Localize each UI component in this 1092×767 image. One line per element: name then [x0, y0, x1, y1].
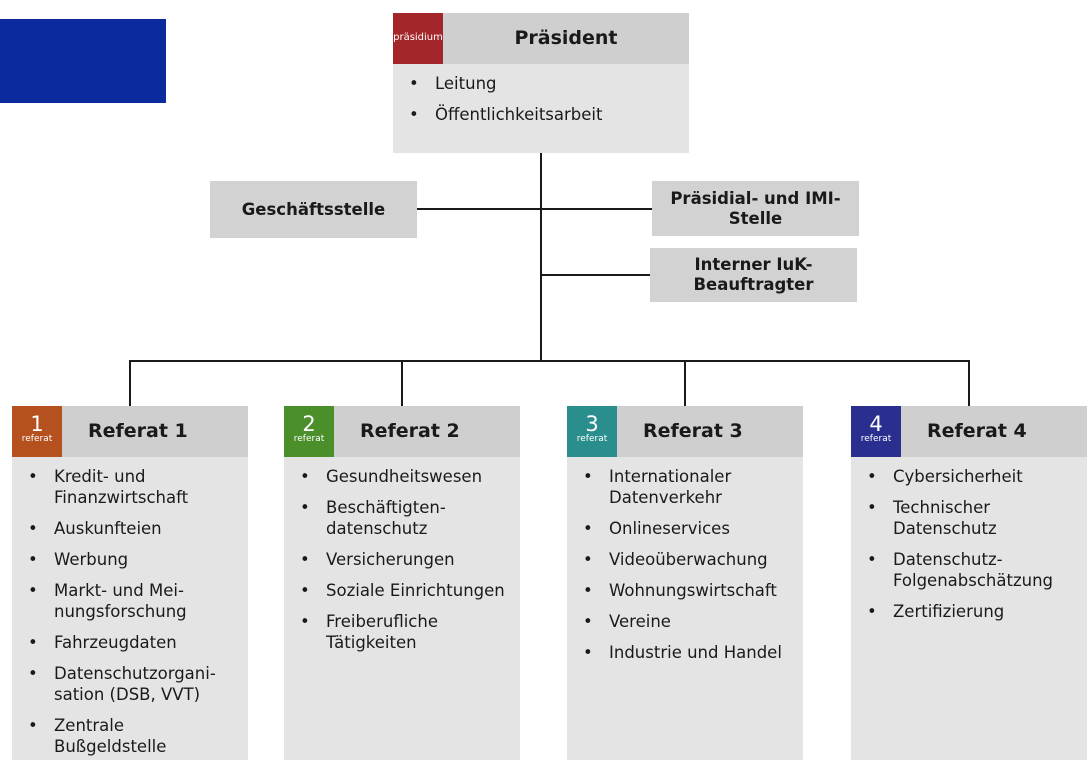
- geschaeftsstelle-box: Geschäftsstelle: [210, 181, 417, 238]
- list-item: Datenschutzorgani-sation (DSB, VVT): [26, 663, 240, 705]
- referat-1-badge: 1 referat: [12, 406, 62, 457]
- referat-3-number: 3: [585, 412, 599, 436]
- list-item: Vereine: [581, 611, 795, 632]
- referat-4-box: 4 referat Referat 4 Cybersicherheit Tech…: [851, 406, 1087, 760]
- referat-1-box: 1 referat Referat 1 Kredit- und Finanzwi…: [12, 406, 248, 760]
- iuk-box: Interner IuK-Beauftragter: [650, 248, 857, 302]
- referat-1-title: Referat 1: [88, 420, 188, 442]
- referat-4-items: Cybersicherheit Technischer Datenschutz …: [865, 466, 1079, 632]
- list-item: Internationaler Datenverkehr: [581, 466, 795, 508]
- list-item: Zentrale Bußgeldstelle: [26, 715, 240, 757]
- list-item: Datenschutz-Folgenabschätzung: [865, 549, 1079, 591]
- referat-3-items: Internationaler Datenverkehr Onlineservi…: [581, 466, 795, 673]
- geschaeftsstelle-label: Geschäftsstelle: [241, 199, 386, 219]
- list-item: Freiberufliche Tätigkeiten: [298, 611, 512, 653]
- president-badge-label: präsidium: [393, 32, 443, 43]
- referat-3-header: 3 referat Referat 3: [567, 406, 803, 457]
- connector-iuk: [540, 274, 651, 276]
- referat-3-box: 3 referat Referat 3 Internationaler Date…: [567, 406, 803, 760]
- referat-2-badge: 2 referat: [284, 406, 334, 457]
- list-item: Leitung: [407, 73, 681, 94]
- referat-2-number: 2: [302, 412, 316, 436]
- president-title: Präsident: [514, 27, 618, 49]
- list-item: Gesundheitswesen: [298, 466, 512, 487]
- list-item: Zertifizierung: [865, 601, 1079, 622]
- referat-2-title: Referat 2: [360, 420, 460, 442]
- referat-3-title: Referat 3: [643, 420, 743, 442]
- referat-2-box: 2 referat Referat 2 Gesundheitswesen Bes…: [284, 406, 520, 760]
- iuk-label: Interner IuK-Beauftragter: [693, 255, 814, 294]
- referat-3-badge-label: referat: [576, 434, 608, 444]
- president-items: Leitung Öffentlichkeitsarbeit: [407, 73, 681, 135]
- list-item: Auskunfteien: [26, 518, 240, 539]
- connector-referate-bar: [129, 360, 970, 362]
- connector-referat-2: [401, 360, 403, 406]
- referat-2-header: 2 referat Referat 2: [284, 406, 520, 457]
- referat-3-badge: 3 referat: [567, 406, 617, 457]
- referat-4-badge: 4 referat: [851, 406, 901, 457]
- list-item: Kredit- und Finanzwirtschaft: [26, 466, 240, 508]
- list-item: Soziale Einrichtungen: [298, 580, 512, 601]
- list-item: Versicherungen: [298, 549, 512, 570]
- list-item: Wohnungswirtschaft: [581, 580, 795, 601]
- referat-2-badge-label: referat: [293, 434, 325, 444]
- praesidial-box: Präsidial- und IMI-Stelle: [652, 181, 859, 236]
- praesidial-label: Präsidial- und IMI-Stelle: [670, 188, 841, 228]
- connector-referat-1: [129, 360, 131, 406]
- list-item: Videoüberwachung: [581, 549, 795, 570]
- connector-staff-row: [416, 208, 653, 210]
- list-item: Industrie und Handel: [581, 642, 795, 663]
- list-item: Werbung: [26, 549, 240, 570]
- referat-1-header: 1 referat Referat 1: [12, 406, 248, 457]
- referat-1-badge-label: referat: [21, 434, 53, 444]
- referat-4-number: 4: [869, 412, 883, 436]
- referat-4-title: Referat 4: [927, 420, 1027, 442]
- connector-referat-3: [684, 360, 686, 406]
- referat-2-items: Gesundheitswesen Beschäftigten-datenschu…: [298, 466, 512, 663]
- president-box: präsidium Präsident Leitung Öffentlichke…: [393, 13, 689, 153]
- list-item: Öffentlichkeitsarbeit: [407, 104, 681, 125]
- list-item: Technischer Datenschutz: [865, 497, 1079, 539]
- list-item: Fahrzeugdaten: [26, 632, 240, 653]
- referat-4-badge-label: referat: [860, 434, 892, 444]
- list-item: Markt- und Mei-nungsforschung: [26, 580, 240, 622]
- list-item: Cybersicherheit: [865, 466, 1079, 487]
- connector-president-trunk: [540, 152, 542, 361]
- referat-1-number: 1: [30, 412, 44, 436]
- referat-1-items: Kredit- und Finanzwirtschaft Auskunfteie…: [26, 466, 240, 767]
- logo-block: [0, 19, 166, 103]
- president-badge: präsidium: [393, 13, 443, 64]
- list-item: Beschäftigten-datenschutz: [298, 497, 512, 539]
- connector-referat-4: [968, 360, 970, 406]
- referat-4-header: 4 referat Referat 4: [851, 406, 1087, 457]
- list-item: Onlineservices: [581, 518, 795, 539]
- president-header: präsidium Präsident: [393, 13, 689, 64]
